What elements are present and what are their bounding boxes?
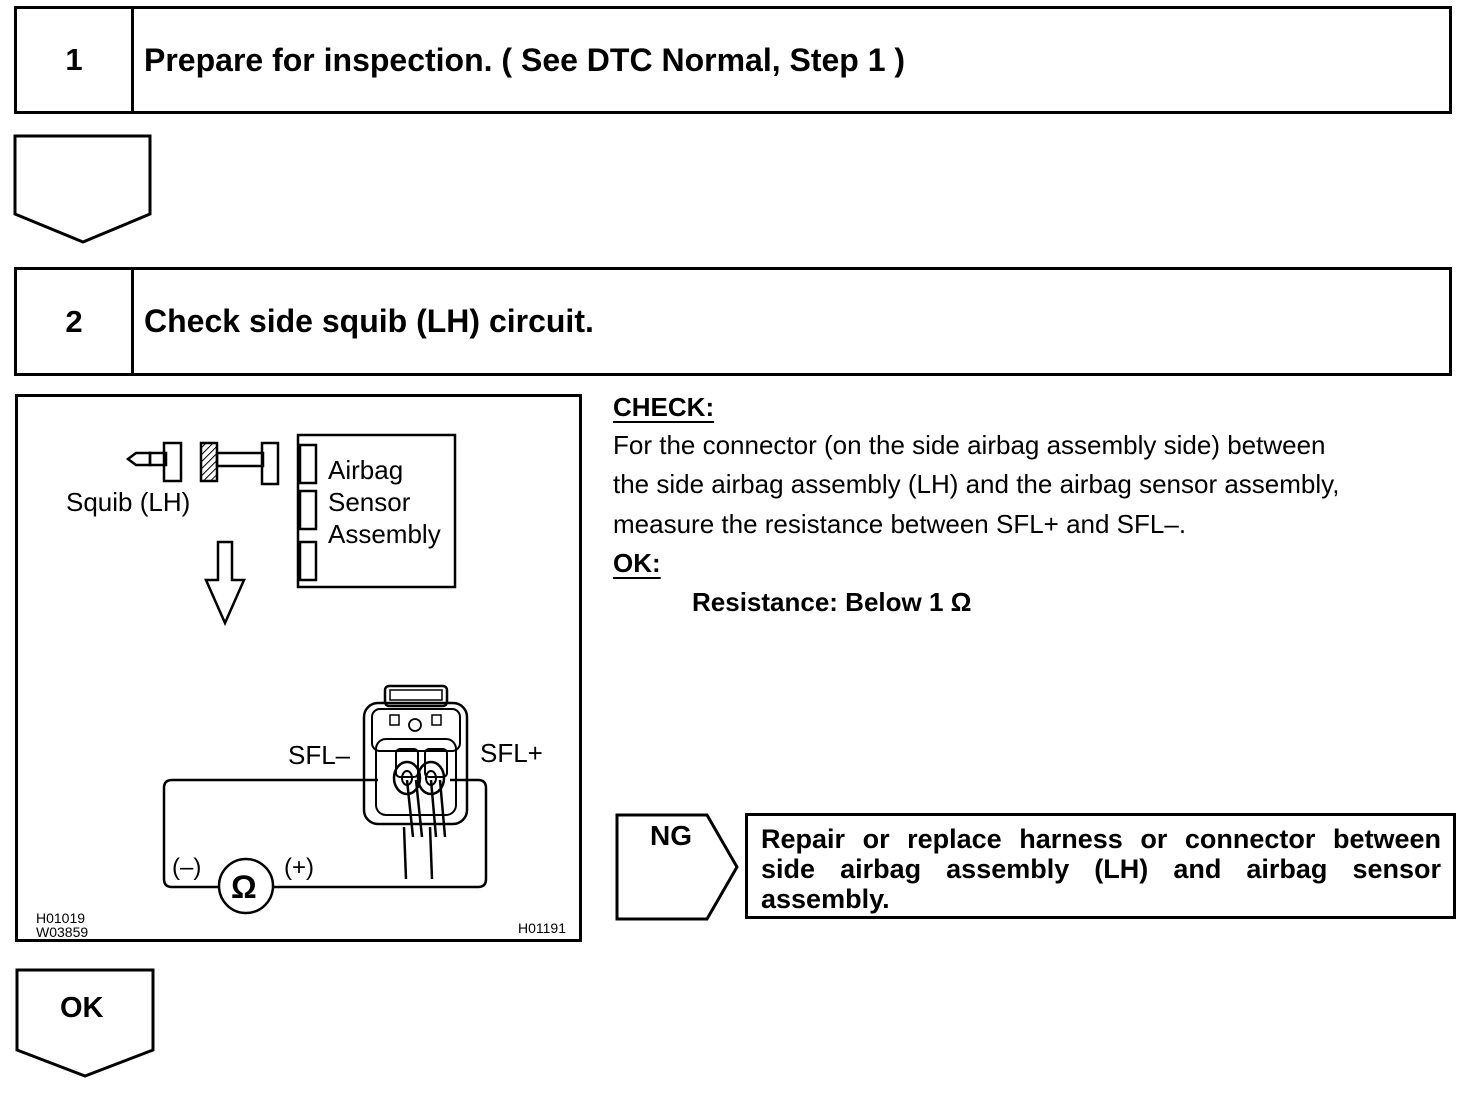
ok-heading: OK:	[613, 548, 661, 578]
airbag-sensor-box-icon	[296, 433, 457, 589]
meter-lead-plus	[274, 778, 488, 889]
step-2-number: 2	[17, 270, 134, 373]
squib-label: Squib (LH)	[66, 487, 191, 517]
step-2-title: Check side squib (LH) circuit.	[144, 303, 594, 339]
connector-diagram: Squib (LH) Airbag Sensor Assembly SFL– S…	[15, 394, 582, 942]
step-1-title: Prepare for inspection. ( See DTC Normal…	[144, 41, 906, 78]
ok-arrow-label: OK	[60, 992, 104, 1024]
ok-arrow-icon	[15, 968, 155, 1078]
resistance-spec: Resistance: Below 1 Ω	[692, 587, 972, 617]
figure-code-right: H01191	[518, 920, 567, 936]
figure-code-left-2: W03859	[36, 924, 89, 940]
check-line-2: the side airbag assembly (LH) and the ai…	[613, 469, 1340, 499]
ng-action-text: Repair or replace harness or connector b…	[745, 813, 1456, 919]
squib-plug-tip-icon	[125, 451, 152, 467]
harness-plug-icon	[260, 441, 280, 486]
step-2-header: 2 Check side squib (LH) circuit.	[14, 267, 1452, 376]
check-heading: CHECK:	[613, 392, 715, 422]
down-arrow-icon	[204, 540, 246, 627]
sfl-plus-label: SFL+	[480, 738, 543, 768]
sfl-minus-label: SFL–	[288, 740, 351, 770]
ohmmeter-icon	[217, 857, 275, 915]
squib-plug-icon	[162, 441, 183, 483]
connector-housing-icon	[362, 701, 469, 826]
figure-code-left-1: H01019	[36, 910, 86, 926]
minus-sign-label: (–)	[172, 854, 202, 881]
diagram-drawing	[125, 433, 488, 915]
step-1-header: 1 Prepare for inspection. ( See DTC Norm…	[14, 6, 1452, 114]
plus-sign-label: (+)	[284, 854, 314, 881]
ng-label: NG	[650, 820, 692, 851]
check-line-1: For the connector (on the side airbag as…	[613, 430, 1326, 460]
flow-down-arrow-icon	[13, 134, 152, 244]
ohm-symbol: Ω	[231, 869, 257, 905]
sensor-label-line-3: Assembly	[328, 519, 441, 549]
meter-lead-minus	[162, 778, 378, 889]
ng-arrow-icon	[615, 813, 739, 921]
check-line-3: measure the resistance between SFL+ and …	[613, 509, 1187, 539]
sensor-label-line-1: Airbag	[328, 455, 404, 485]
sensor-label-line-2: Sensor	[328, 487, 411, 517]
step-1-number: 1	[17, 9, 134, 111]
hatched-connector-icon	[199, 441, 219, 483]
